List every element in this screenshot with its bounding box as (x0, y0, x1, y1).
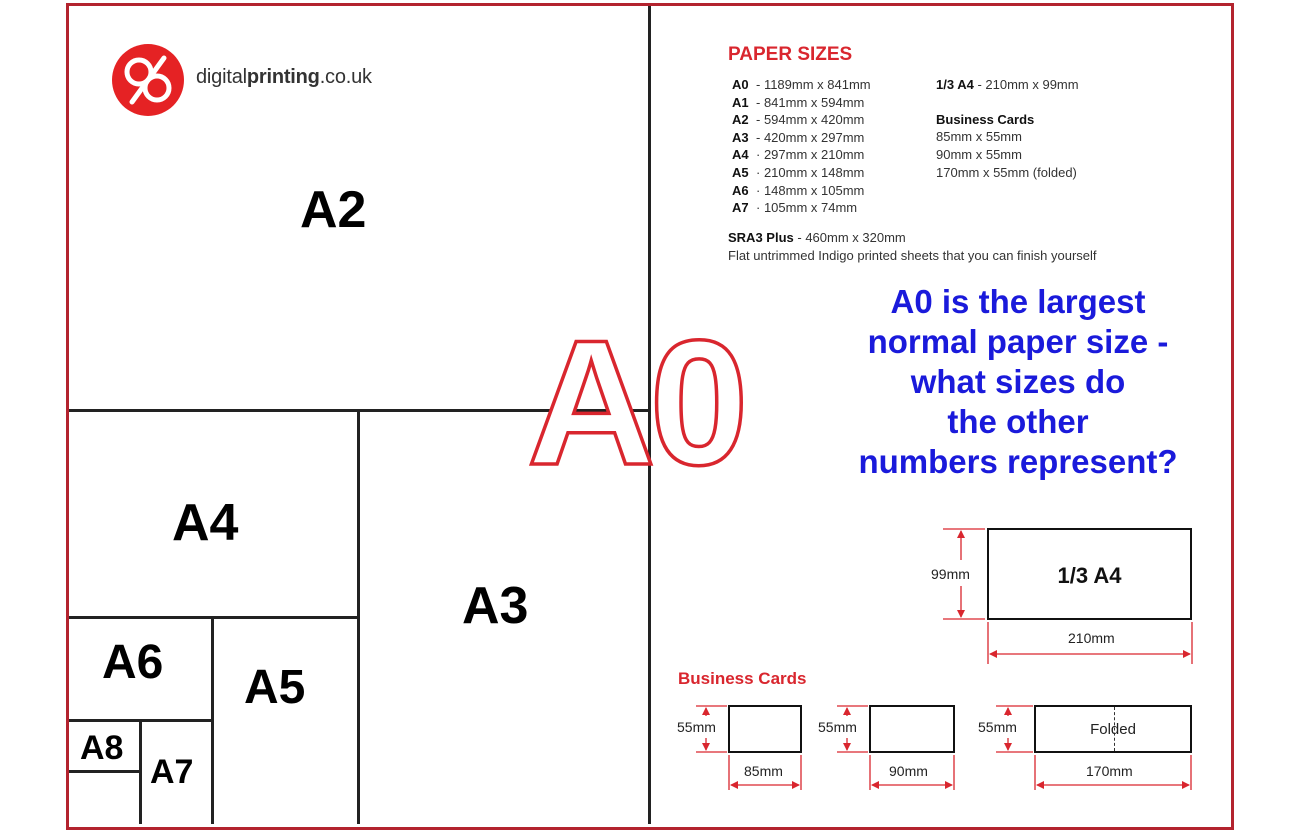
label-a6: A6 (102, 636, 164, 689)
paper-size-name: A3 (732, 129, 749, 145)
a7-divider-vertical (139, 722, 142, 824)
question-line: what sizes do (910, 363, 1126, 400)
paper-size-name: A4 (732, 147, 749, 163)
paper-size-name: A1 (732, 94, 749, 110)
a0-sheet-frame (66, 3, 1234, 830)
a8-divider-horizontal (69, 770, 141, 773)
third-a4-width-label: 210mm (1068, 630, 1115, 646)
question-line: numbers represent? (858, 443, 1178, 480)
card-height-label: 55mm (818, 719, 857, 735)
label-a2: A2 (300, 181, 367, 239)
card-height-label: 55mm (677, 719, 716, 735)
third-a4-box: 1/3 A4 (987, 528, 1192, 620)
brand-name: digitalprinting.co.uk (196, 66, 372, 88)
question-line: the other (947, 403, 1089, 440)
business-card-85 (728, 705, 802, 753)
paper-size-dimensions: - 841mm x 594mm (756, 94, 865, 110)
paper-size-row: A4 · 297mm x 210mm (732, 146, 864, 164)
business-card-size: 90mm x 55mm (936, 147, 1022, 162)
sra3-spec: SRA3 Plus - 460mm x 320mm (728, 230, 906, 245)
paper-size-name: A6 (732, 182, 749, 198)
folded-label: Folded (1090, 721, 1136, 738)
paper-sizes-title: PAPER SIZES (728, 44, 853, 65)
question-line: normal paper size - (867, 323, 1169, 360)
label-a4: A4 (172, 494, 239, 552)
paper-size-dimensions: · 105mm x 74mm (756, 200, 858, 216)
logo-icon (112, 44, 184, 116)
paper-size-row: A0 - 1189mm x 841mm (732, 76, 871, 94)
label-a3: A3 (462, 577, 529, 635)
paper-size-row: A5 · 210mm x 148mm (732, 164, 864, 182)
paper-size-dimensions: - 420mm x 297mm (756, 129, 865, 145)
card-width-label: 85mm (744, 763, 783, 779)
paper-size-name: A0 (732, 77, 749, 92)
paper-size-row: A7 · 105mm x 74mm (732, 199, 857, 217)
paper-size-dimensions: · 297mm x 210mm (756, 147, 865, 163)
paper-size-name: A7 (732, 200, 749, 216)
label-a7: A7 (150, 753, 194, 791)
question-text: A0 is the largest normal paper size - wh… (808, 282, 1228, 482)
paper-size-dimensions: · 210mm x 148mm (756, 165, 865, 180)
paper-size-name: A2 (732, 112, 749, 128)
paper-size-row: A3 - 420mm x 297mm (732, 129, 864, 147)
paper-size-row: A6 · 148mm x 105mm (732, 182, 864, 200)
paper-size-name: A5 (732, 165, 749, 180)
card-height-label: 55mm (978, 719, 1017, 735)
paper-size-row: A1 - 841mm x 594mm (732, 94, 864, 112)
sra3-description: Flat untrimmed Indigo printed sheets tha… (728, 248, 1097, 263)
business-card-size: 85mm x 55mm (936, 129, 1022, 144)
third-a4-spec: 1/3 A4 - 210mm x 99mm (936, 77, 1079, 92)
percent-icon (124, 55, 172, 105)
card-width-label: 90mm (889, 763, 928, 779)
fold-line (1114, 707, 1115, 751)
business-cards-heading: Business Cards (936, 112, 1035, 127)
card-width-label: 170mm (1086, 763, 1133, 779)
a6-divider-horizontal (69, 719, 213, 722)
business-card-170-folded: Folded (1034, 705, 1192, 753)
paper-size-dimensions: - 594mm x 420mm (756, 112, 865, 128)
third-a4-height-label: 99mm (931, 566, 970, 582)
a1-divider-vertical (648, 6, 651, 824)
business-cards-diagram-title: Business Cards (678, 669, 807, 688)
question-line: A0 is the largest (890, 283, 1146, 320)
paper-size-dimensions: - 1189mm x 841mm (756, 77, 871, 92)
label-a5: A5 (244, 661, 306, 714)
paper-size-dimensions: · 148mm x 105mm (756, 182, 865, 198)
paper-size-row: A2 - 594mm x 420mm (732, 111, 864, 129)
business-card-size: 170mm x 55mm (folded) (936, 165, 1077, 180)
a4-divider-horizontal (69, 616, 359, 619)
a2-divider-horizontal (69, 409, 649, 412)
business-card-90 (869, 705, 955, 753)
label-a8: A8 (80, 729, 124, 767)
third-a4-label: 1/3 A4 (1057, 563, 1122, 588)
